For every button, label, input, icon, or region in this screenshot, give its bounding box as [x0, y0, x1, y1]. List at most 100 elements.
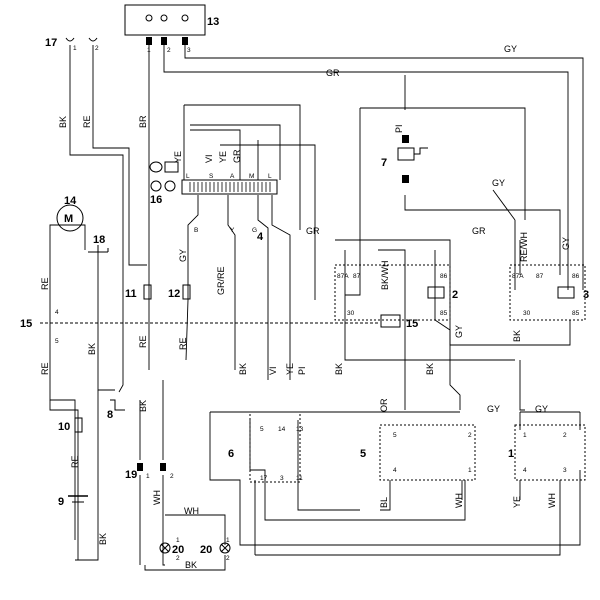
pin-label: S	[209, 173, 214, 180]
wire-label: YE	[218, 151, 228, 163]
fuse-10	[74, 417, 83, 433]
wire-label: WH	[184, 506, 199, 516]
pin-label: 87	[536, 273, 544, 280]
pin-label: A	[230, 173, 235, 180]
label-11: 11	[125, 288, 137, 300]
pin-label: L	[268, 173, 272, 180]
relay-15	[380, 314, 401, 328]
fuse-12	[182, 284, 191, 300]
label-20b: 20	[200, 544, 212, 556]
label-3: 3	[583, 289, 589, 301]
pin-label: 2	[226, 555, 230, 562]
pin-label: 17	[260, 475, 268, 482]
label-5: 5	[360, 448, 366, 460]
label-13: 13	[207, 16, 219, 28]
ignition-switch-16	[149, 161, 278, 195]
wire-label: YE	[285, 363, 295, 375]
wire-label: BK	[512, 330, 522, 342]
wire-label: BK	[138, 400, 148, 412]
wire-label: BL	[379, 497, 389, 508]
label-20a: 20	[172, 544, 184, 556]
pin-label: 87A	[337, 273, 349, 280]
wire-label: RE	[138, 335, 148, 348]
pin-label: 4	[523, 467, 527, 474]
wire-label: WH	[454, 493, 464, 508]
pin-label: 3	[187, 47, 191, 54]
pin-label: 85	[572, 310, 580, 317]
label-7: 7	[381, 157, 387, 169]
wire-label: BK	[425, 363, 435, 375]
pin-label: 87	[353, 273, 361, 280]
wire-label: RE	[178, 337, 188, 350]
pin-label: Y	[230, 227, 235, 234]
motor-14: M	[56, 204, 84, 232]
connector-17	[65, 37, 98, 42]
label-9: 9	[58, 496, 64, 508]
relay-2	[334, 264, 451, 321]
pin-label: 1	[176, 537, 180, 544]
pin-label: 1	[523, 432, 527, 439]
pin-label: 2	[176, 555, 180, 562]
wire-label: GY	[504, 44, 517, 54]
wire-label: PI	[297, 366, 307, 375]
pin-label: 1	[146, 473, 150, 480]
label-10: 10	[58, 421, 70, 433]
wire-label: BK	[334, 363, 344, 375]
pin-label: 1	[147, 47, 151, 54]
pin-label: 11	[296, 475, 303, 482]
wire-label: BK	[58, 116, 68, 128]
switch-8	[110, 399, 125, 411]
wire-label: BK	[185, 560, 197, 570]
pin-label: 14	[278, 426, 286, 433]
label-17: 17	[45, 37, 57, 49]
wire-label: GR	[472, 226, 486, 236]
wire-label: GY	[561, 237, 571, 250]
wire-label: VI	[268, 366, 278, 375]
connector-13	[124, 4, 206, 45]
pin-label: 85	[440, 310, 448, 317]
label-15a: 15	[20, 318, 32, 330]
lamp-20b	[219, 542, 231, 554]
wire-label: GR	[232, 149, 242, 163]
pin-label: 30	[347, 310, 355, 317]
relay-3	[509, 264, 586, 321]
wire-label: RE	[40, 362, 50, 375]
pin-label: 2	[95, 45, 99, 52]
pin-label: G	[252, 227, 257, 234]
pin-label: 2	[468, 432, 472, 439]
pin-label: 5	[393, 432, 397, 439]
pin-label: 4	[55, 309, 59, 316]
label-19: 19	[125, 469, 137, 481]
label-8: 8	[107, 409, 113, 421]
wire-label: GY	[454, 325, 464, 338]
wire-labels: GY GR BK RE BR PI YE VI YE GR GY GR GR R…	[40, 44, 571, 570]
label-2: 2	[452, 289, 458, 301]
pin-label: 2	[167, 47, 171, 54]
pin-label: 86	[572, 273, 580, 280]
pin-label: B	[194, 227, 198, 234]
wire-label: PI	[394, 124, 404, 133]
pin-label: 5	[260, 426, 264, 433]
wires	[40, 45, 584, 571]
label-6: 6	[228, 448, 234, 460]
svg-text:M: M	[64, 213, 73, 225]
pin-label: 5	[55, 338, 59, 345]
label-12: 12	[168, 288, 180, 300]
switch-1	[514, 424, 586, 481]
label-18: 18	[93, 234, 105, 246]
switch-7	[397, 135, 428, 183]
battery-9	[68, 495, 88, 503]
component-numbers: 13 17 14 18 11 12 15 15 8 10 9 16 4 7 2 …	[20, 16, 589, 556]
wire-label: RE/WH	[519, 232, 529, 262]
wire-label: RE	[70, 455, 80, 468]
pin-label: 87A	[512, 273, 524, 280]
label-14: 14	[64, 195, 77, 207]
wire-label: BK	[87, 343, 97, 355]
wire-label: GY	[178, 249, 188, 262]
label-16: 16	[150, 194, 162, 206]
wire-label: BR	[138, 115, 148, 128]
pin-label: 2	[170, 473, 174, 480]
label-1: 1	[508, 448, 514, 460]
wire-label: BK	[98, 533, 108, 545]
